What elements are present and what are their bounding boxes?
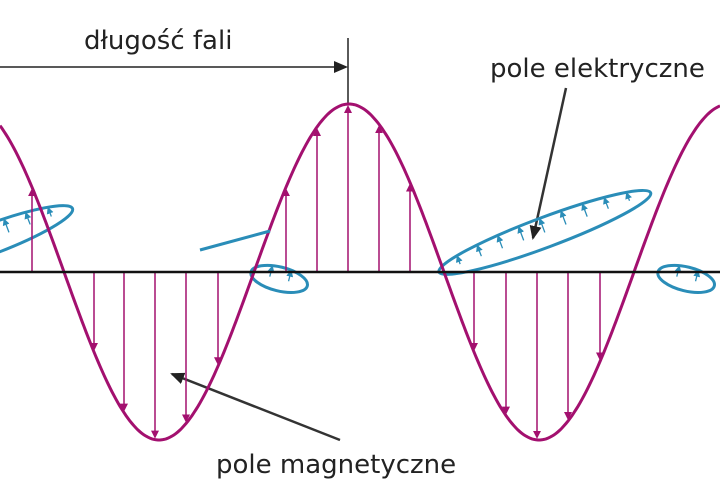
blue-vector-arrow	[286, 269, 294, 282]
wavelength-label: długość fali	[84, 26, 233, 56]
blue-vector-arrow	[603, 196, 610, 209]
blue-vector-arrow	[559, 210, 567, 225]
blue-wave-front	[199, 229, 271, 252]
blue-vector-arrow	[476, 244, 483, 257]
blue-wave-front-segment	[199, 229, 271, 252]
blue-wave-back	[0, 188, 716, 294]
blue-vector-arrow	[693, 269, 701, 282]
blue-lobe-outline	[656, 263, 716, 294]
blue-lobe-outline	[0, 204, 75, 277]
blue-wave-lobe	[0, 204, 75, 277]
electric-field-label: pole elektryczne	[490, 54, 705, 84]
magnetic-pointer-arrow	[170, 372, 341, 442]
blue-vector-arrow	[46, 206, 54, 217]
blue-vector-arrow	[24, 211, 32, 225]
blue-wave-lobe	[437, 188, 653, 276]
magenta-wave	[0, 102, 720, 442]
magnetic-field-label: pole magnetyczne	[216, 450, 457, 480]
blue-vector-arrow	[538, 217, 546, 233]
blue-vector-arrow	[581, 203, 588, 217]
blue-vector-arrow	[2, 218, 10, 233]
blue-wave-lobe	[656, 263, 716, 294]
blue-vector-arrow	[517, 226, 525, 241]
electric-pointer-arrow	[529, 87, 568, 240]
blue-lobe-outline	[437, 188, 653, 276]
blue-vector-arrow	[456, 255, 463, 265]
blue-vector-arrow	[496, 234, 504, 249]
blue-vector-arrow	[625, 191, 632, 201]
